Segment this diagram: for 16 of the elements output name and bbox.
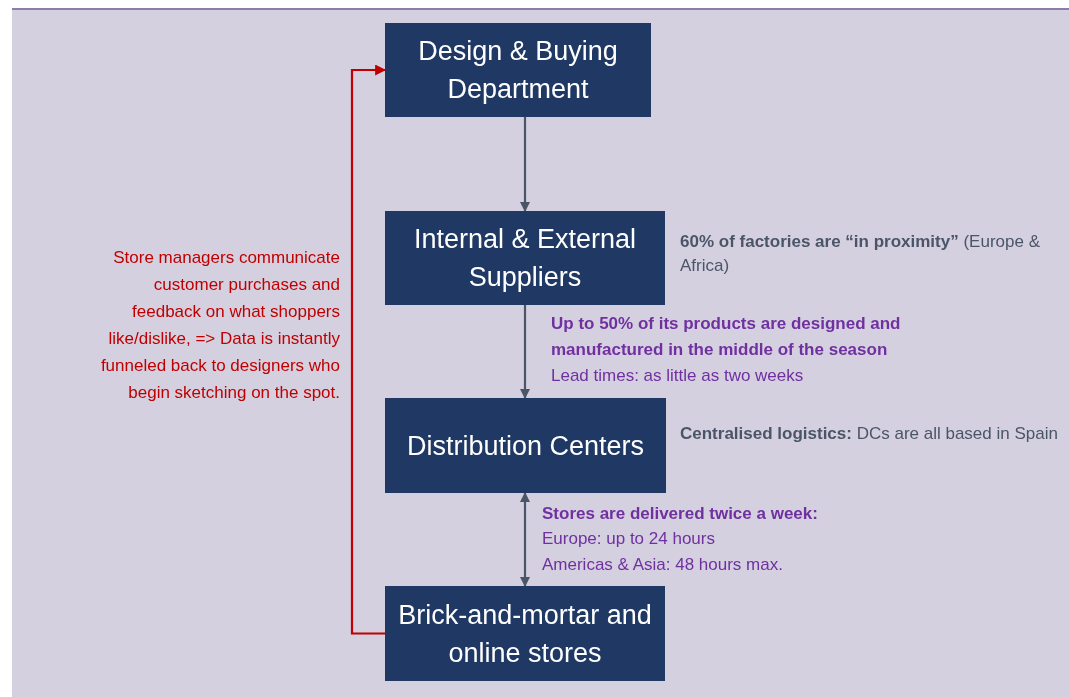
arrow [350, 64, 387, 635]
annotation-text: Centralised logistics: DCs are all based in Spain [680, 423, 1058, 445]
edge-label: Store managers communicate customer purchases and feedback on what shoppers like/dislike, => Data is instantly funneled back to designers who begin sketching on the spot. [99, 247, 340, 404]
annotation-text: Lead times: as little as two weeks [551, 365, 804, 387]
process-box: Distribution Centers [385, 398, 666, 493]
process-box: Design & Buying Department [385, 23, 651, 117]
annotation-text: Americas & Asia: 48 hours max. [542, 554, 783, 576]
annotation-text: Stores are delivered twice a week: [542, 503, 818, 525]
arrow [520, 492, 530, 587]
arrow [520, 117, 530, 212]
process-box: Brick-and-mortar and online stores [385, 586, 665, 681]
arrow [520, 305, 530, 399]
annotation-text: 60% of factories are “in proximity” (Europe & Africa) [680, 231, 1041, 277]
annotation-text: Europe: up to 24 hours [542, 528, 715, 550]
process-box: Internal & External Suppliers [385, 211, 665, 305]
annotation-text: Up to 50% of its products are designed and manufactured in the middle of the season [551, 313, 902, 361]
